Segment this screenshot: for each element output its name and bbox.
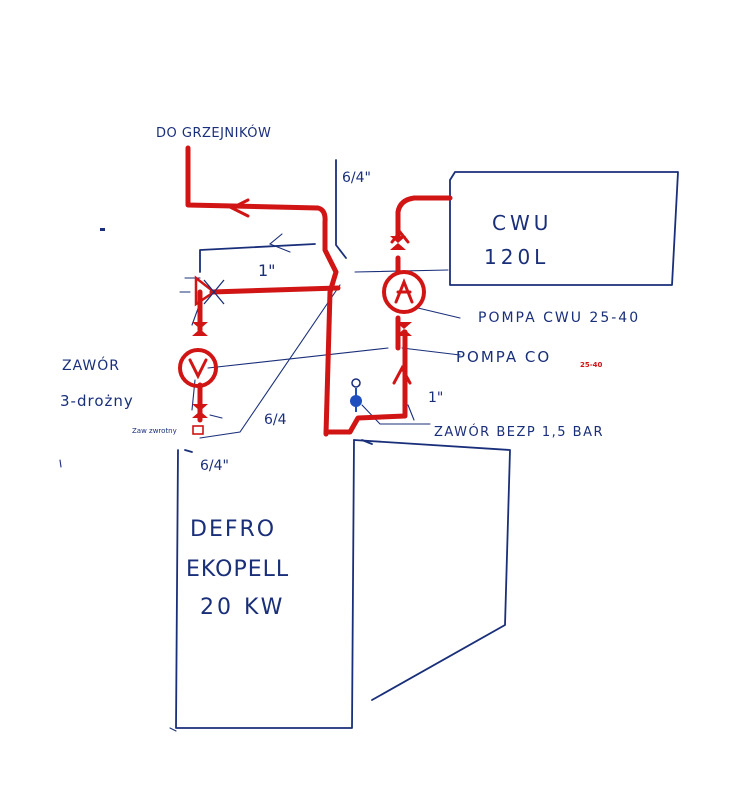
valve-co-bottom xyxy=(192,404,208,418)
label-boiler-line3: 20 KW xyxy=(200,595,285,620)
label-boiler-line2: EKOPELL xyxy=(186,557,289,582)
label-zawor-bezp: ZAWÓR BEZP 1,5 BAR xyxy=(434,424,604,440)
labels: DO GRZEJNIKÓW 6/4" 1" CWU 120L POMPA CWU… xyxy=(60,125,640,620)
label-size-mid: 6/4 xyxy=(264,412,287,428)
label-cwu-line2: 120L xyxy=(484,245,549,269)
label-size-1in-left: 1" xyxy=(258,261,276,280)
label-cwu-line1: CWU xyxy=(492,211,552,235)
co-pump xyxy=(178,348,218,388)
check-valve xyxy=(192,425,204,435)
label-zawor-3way-line1: ZAWÓR xyxy=(62,356,120,374)
label-pompa-co: POMPA CO xyxy=(456,348,551,366)
label-zaw-zwrotny: Zaw zwrotny xyxy=(132,427,177,435)
valve-cwu-top xyxy=(390,236,406,250)
label-size-top: 6/4" xyxy=(342,170,371,186)
valve-cwu-mid xyxy=(396,322,412,336)
stray-marks xyxy=(59,228,105,468)
label-boiler-line1: DEFRO xyxy=(190,517,276,542)
valves xyxy=(192,236,412,435)
pipe-to-3way-valve xyxy=(209,285,341,295)
boiler xyxy=(169,439,511,732)
valve-3way xyxy=(194,275,225,307)
pipe-boiler-to-cwu xyxy=(323,329,408,435)
label-do-grzejnikow: DO GRZEJNIKÓW xyxy=(156,125,271,141)
bypass-lines xyxy=(179,159,461,439)
valve-co-top xyxy=(192,322,208,336)
label-size-bottom: 6/4" xyxy=(200,458,229,474)
label-size-1in-right: 1" xyxy=(428,390,443,406)
cwu-tank xyxy=(449,171,679,286)
label-zawor-3way-line2: 3-drożny xyxy=(60,392,134,410)
safety-valve xyxy=(350,378,362,412)
label-pompa-cwu: POMPA CWU 25-40 xyxy=(478,310,640,326)
supply-pipe-radiators xyxy=(185,145,339,437)
label-pompa-co-model: 25-40 xyxy=(580,361,603,369)
cwu-branch xyxy=(395,195,453,239)
cwu-pump xyxy=(382,270,426,314)
